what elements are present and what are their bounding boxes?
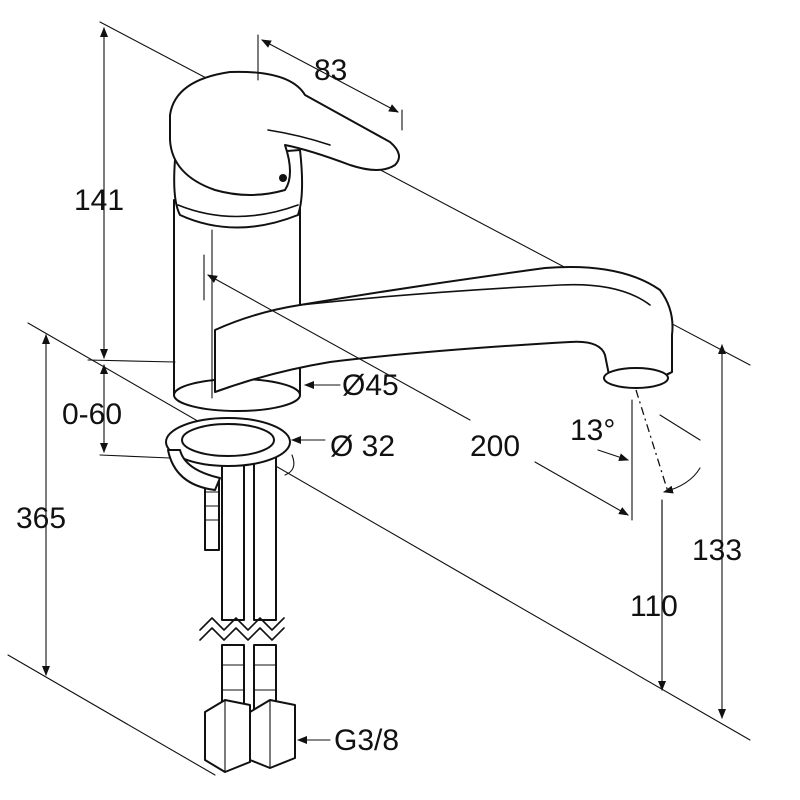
label-spout-height: 110 xyxy=(630,590,678,623)
supply-hoses xyxy=(199,429,285,711)
label-mount-hole: Ø 32 xyxy=(330,430,395,463)
label-handle-width: 83 xyxy=(314,54,347,87)
label-spout-reach: 200 xyxy=(470,430,520,463)
label-hose-thread: G3/8 xyxy=(334,724,399,757)
label-body-diameter: Ø45 xyxy=(342,369,399,402)
dimension-labels: 83 141 0-60 365 Ø45 Ø 32 200 13° 110 133… xyxy=(16,54,742,757)
dim-swivel-angle xyxy=(597,389,701,521)
label-swivel-angle: 13° xyxy=(570,414,615,447)
dim-handle-width xyxy=(257,34,403,131)
label-overall-height: 133 xyxy=(692,534,742,567)
lever-handle xyxy=(169,70,400,196)
label-total-height: 365 xyxy=(16,502,66,535)
label-body-height: 141 xyxy=(74,184,124,217)
mounting-stud xyxy=(165,417,291,551)
dim-mount-hole xyxy=(284,436,326,476)
dim-spout-reach xyxy=(203,254,629,516)
hose-nuts xyxy=(204,699,296,773)
dim-body-height xyxy=(87,27,176,363)
label-adjust-range: 0-60 xyxy=(62,398,122,431)
faucet-spout xyxy=(214,265,674,393)
